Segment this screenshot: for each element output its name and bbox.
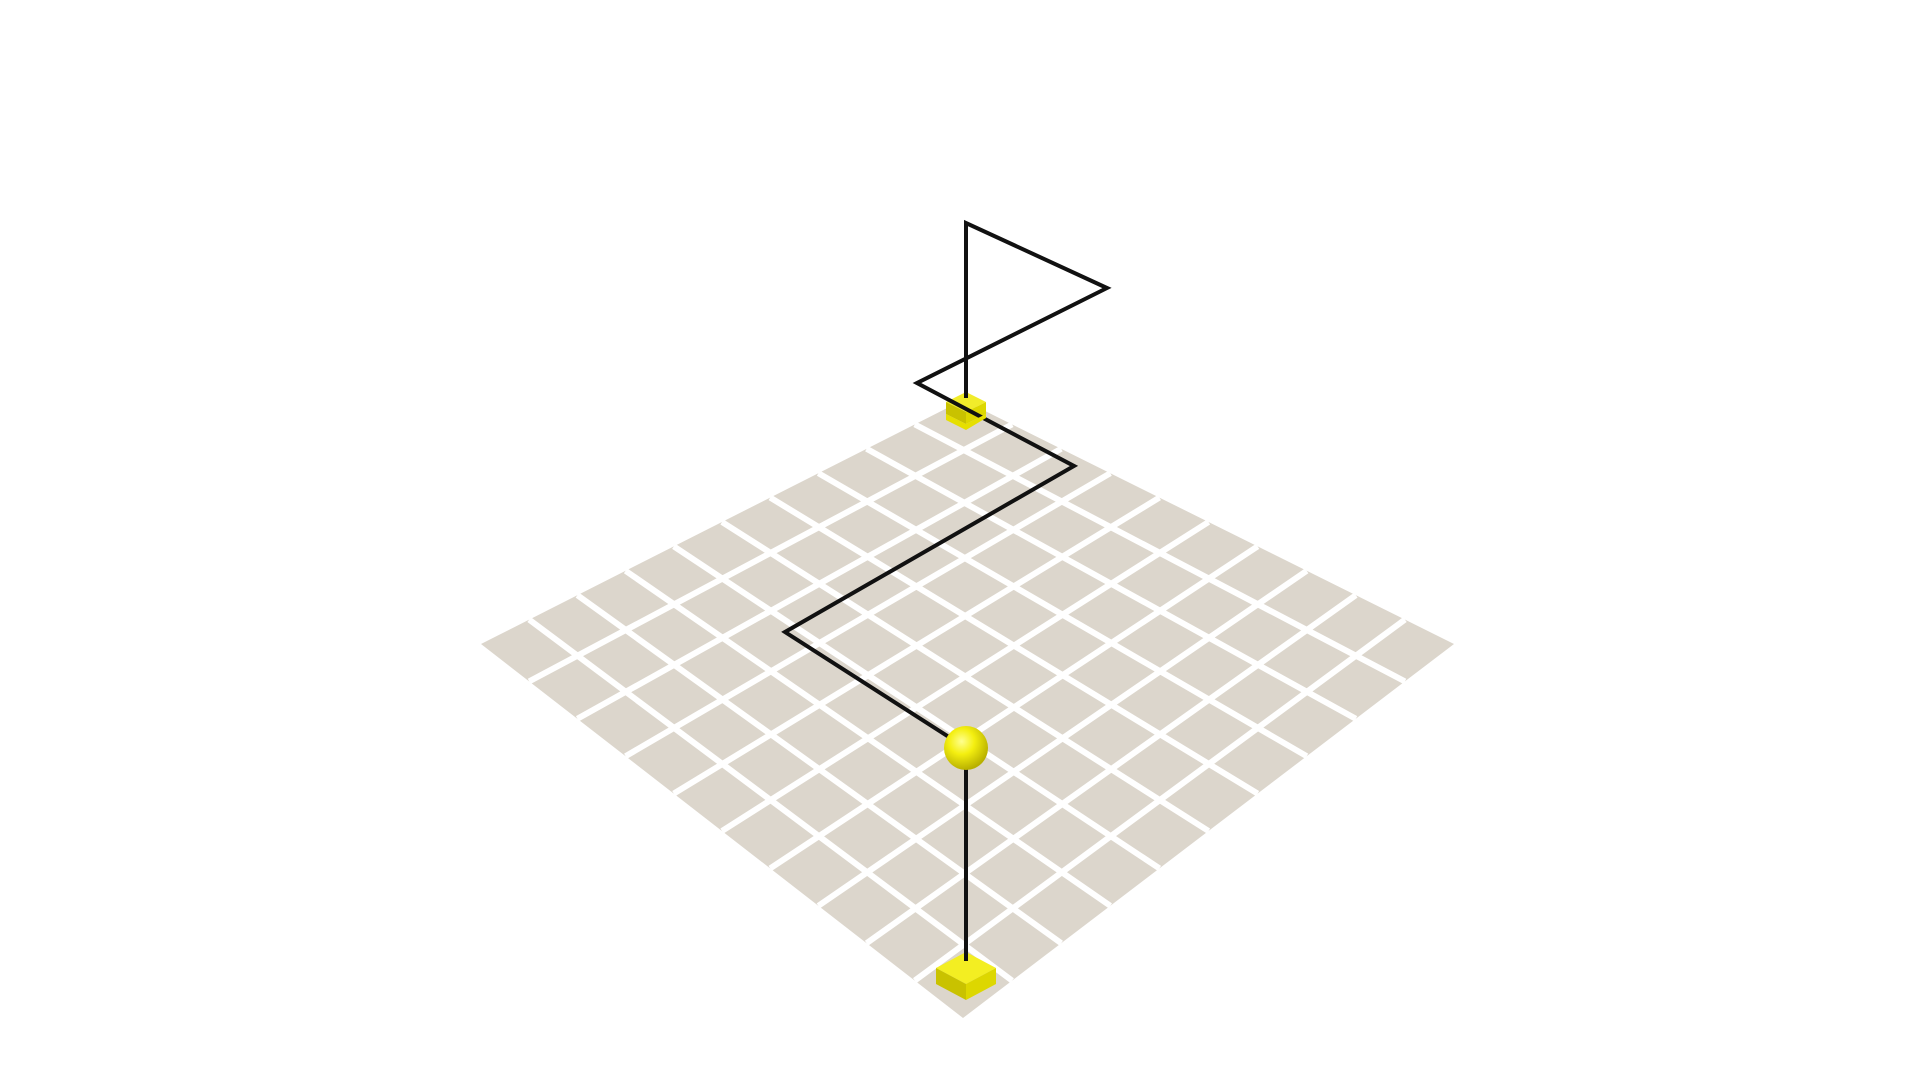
- path-line: [781, 219, 1112, 961]
- grid-line: [816, 470, 1309, 759]
- floor-plane: [481, 400, 1454, 1018]
- grid-line: [913, 617, 1407, 984]
- floor-grid: [527, 421, 1407, 984]
- grid-line: [768, 495, 1260, 797]
- grid-line: [865, 446, 1358, 722]
- start-block: [936, 952, 996, 1000]
- grid-line: [864, 592, 1358, 946]
- grid-line: [720, 519, 1211, 834]
- grid-line: [913, 421, 1407, 685]
- ball: [944, 726, 988, 770]
- grid-line: [816, 568, 1309, 909]
- end-block-base: [946, 414, 986, 430]
- grid-line: [768, 543, 1260, 871]
